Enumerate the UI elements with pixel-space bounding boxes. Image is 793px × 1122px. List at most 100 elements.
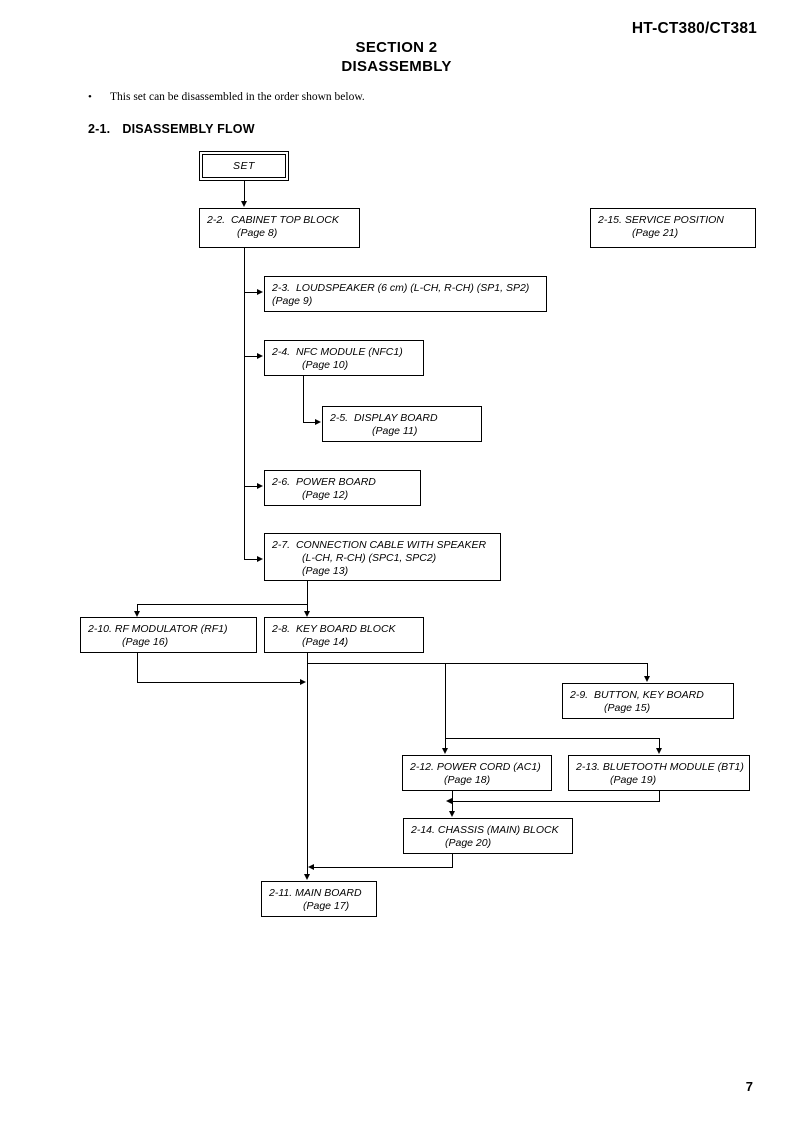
flow-node-power-board[interactable]: 2-6. POWER BOARD (Page 12) (264, 470, 421, 506)
flow-node-chassis-main-block-title: 2-14. CHASSIS (MAIN) BLOCK (411, 824, 559, 836)
connector-cabinet-trunk (244, 248, 245, 559)
flow-node-display-board[interactable]: 2-5. DISPLAY BOARD (Page 11) (322, 406, 482, 442)
arrowhead-chassis-main-block (449, 811, 455, 817)
arrowhead-rf-modulator (134, 611, 140, 617)
flow-node-power-cord-title: 2-12. POWER CORD (AC1) (410, 761, 541, 773)
bullet-glyph: • (88, 91, 92, 103)
flow-node-service-position-number: 2-15. (598, 214, 622, 226)
connector-rf-modulator-down (137, 653, 138, 682)
flow-node-rf-modulator-page: (Page 16) (122, 636, 169, 648)
flow-node-key-board-block[interactable]: 2-8. KEY BOARD BLOCK (Page 14) (264, 617, 424, 653)
flow-node-main-board[interactable]: 2-11. MAIN BOARD (Page 17) (261, 881, 377, 917)
flow-node-connection-cable-number: 2-7. (272, 539, 291, 551)
page-number: 7 (745, 1079, 753, 1094)
flow-node-cabinet-top-block-page: (Page 8) (237, 227, 278, 239)
arrowhead-nfc (257, 352, 263, 359)
subsection-title: DISASSEMBLY FLOW (122, 122, 255, 136)
flow-node-power-board-title: 2-6. POWER BOARD (272, 476, 376, 488)
arrowhead-connection-cable (257, 555, 263, 562)
connector-power-cord-down (452, 791, 453, 811)
connector-trunk-to-power-board (244, 486, 258, 487)
flow-node-power-board-page: (Page 12) (302, 489, 349, 501)
connector-trunk-to-loudspeaker (244, 292, 258, 293)
arrowhead-bluetooth-module (656, 748, 662, 754)
page-title: SECTION 2 DISASSEMBLY (0, 38, 793, 76)
flow-node-main-board-number: 2-11. (269, 887, 293, 899)
connector-bluetooth-down (659, 791, 660, 801)
arrowhead-power-board (257, 482, 263, 489)
connector-trunk-to-nfc (244, 356, 258, 357)
flow-node-button-key-board[interactable]: 2-9. BUTTON, KEY BOARD (Page 15) (562, 683, 734, 719)
intro-text: This set can be disassembled in the orde… (110, 91, 365, 103)
arrowhead-button-key-board (644, 676, 650, 682)
flow-node-connection-cable-page: (Page 13) (302, 565, 349, 577)
flow-node-button-key-board-page: (Page 15) (604, 702, 651, 714)
connector-key-board-bus (307, 663, 648, 664)
connector-split-bus-top (137, 604, 308, 605)
flow-node-key-board-block-page: (Page 14) (302, 636, 349, 648)
flow-node-button-key-board-number: 2-9. (570, 689, 589, 701)
flow-node-cabinet-top-block[interactable]: 2-2. CABINET TOP BLOCK (Page 8) (199, 208, 360, 248)
flow-node-display-board-page: (Page 11) (372, 425, 418, 437)
arrowhead-bluetooth-merge (446, 797, 452, 804)
flow-node-display-board-number: 2-5. (330, 412, 349, 424)
model-number: HT-CT380/CT381 (631, 20, 757, 37)
section-number-line: SECTION 2 (355, 39, 438, 56)
flow-node-cabinet-top-block-title: 2-2. CABINET TOP BLOCK (207, 214, 339, 226)
flow-node-loudspeaker[interactable]: 2-3. LOUDSPEAKER (6 cm) (L-CH, R-CH) (SP… (264, 276, 547, 312)
flow-node-chassis-main-block[interactable]: 2-14. CHASSIS (MAIN) BLOCK (Page 20) (403, 818, 573, 854)
arrowhead-loudspeaker (257, 288, 263, 295)
flow-node-bluetooth-module-page: (Page 19) (610, 774, 657, 786)
section-name-line: DISASSEMBLY (341, 58, 452, 75)
flow-node-key-board-block-title: 2-8. KEY BOARD BLOCK (272, 623, 396, 635)
flow-node-connection-cable-detail: (L-CH, R-CH) (SPC1, SPC2) (302, 552, 437, 564)
flow-node-main-board-title: 2-11. MAIN BOARD (269, 887, 362, 899)
flow-node-bluetooth-module-number: 2-13. (576, 761, 600, 773)
connector-lower-bus (445, 738, 660, 739)
flow-node-rf-modulator-number: 2-10. (88, 623, 112, 635)
connector-chassis-down (452, 854, 453, 867)
flow-node-power-cord-page: (Page 18) (444, 774, 491, 786)
connector-bus-to-power-cord (445, 738, 446, 748)
connector-nfc-down (303, 376, 304, 422)
flow-node-service-position-page: (Page 21) (632, 227, 679, 239)
connector-key-board-trunk (307, 653, 308, 875)
arrowhead-cabinet-top (241, 201, 247, 207)
flow-node-rf-modulator[interactable]: 2-10. RF MODULATOR (RF1) (Page 16) (80, 617, 257, 653)
flow-node-loudspeaker-number: 2-3. (272, 282, 291, 294)
arrowhead-key-board-block (304, 611, 310, 617)
flow-node-service-position[interactable]: 2-15. SERVICE POSITION (Page 21) (590, 208, 756, 248)
flow-node-loudspeaker-title: 2-3. LOUDSPEAKER (6 cm) (L-CH, R-CH) (SP… (272, 282, 530, 294)
flow-node-button-key-board-title: 2-9. BUTTON, KEY BOARD (570, 689, 704, 701)
flow-node-connection-cable[interactable]: 2-7. CONNECTION CABLE WITH SPEAKER (L-CH… (264, 533, 501, 581)
flow-node-nfc-module-page: (Page 10) (302, 359, 349, 371)
connector-to-key-board-block (307, 604, 308, 612)
connector-connection-cable-down (307, 581, 308, 605)
arrowhead-rf-to-trunk (300, 678, 306, 685)
flow-node-rf-modulator-title: 2-10. RF MODULATOR (RF1) (88, 623, 228, 635)
flow-node-key-board-block-number: 2-8. (272, 623, 291, 635)
flow-node-set[interactable]: SET (199, 151, 289, 181)
flow-node-nfc-module-number: 2-4. (272, 346, 291, 358)
connector-bus-branch-down (445, 663, 446, 738)
arrowhead-display-board (315, 418, 321, 425)
flow-node-power-cord[interactable]: 2-12. POWER CORD (AC1) (Page 18) (402, 755, 552, 791)
flow-node-nfc-module-title: 2-4. NFC MODULE (NFC1) (272, 346, 403, 358)
flow-node-service-position-title: 2-15. SERVICE POSITION (598, 214, 724, 226)
subsection-heading: 2-1.DISASSEMBLY FLOW (88, 122, 255, 136)
connector-nfc-to-display (303, 422, 316, 423)
flow-node-bluetooth-module-title: 2-13. BLUETOOTH MODULE (BT1) (576, 761, 744, 773)
flow-node-power-board-number: 2-6. (272, 476, 291, 488)
flow-node-nfc-module[interactable]: 2-4. NFC MODULE (NFC1) (Page 10) (264, 340, 424, 376)
connector-bluetooth-to-merge (452, 801, 660, 802)
flow-node-main-board-page: (Page 17) (303, 900, 350, 912)
flow-node-bluetooth-module[interactable]: 2-13. BLUETOOTH MODULE (BT1) (Page 19) (568, 755, 750, 791)
flow-node-chassis-main-block-number: 2-14. (411, 824, 435, 836)
flow-node-connection-cable-title: 2-7. CONNECTION CABLE WITH SPEAKER (272, 539, 487, 551)
arrowhead-chassis-merge (308, 863, 314, 870)
arrowhead-main-board (304, 874, 310, 880)
connector-bus-to-bluetooth (659, 738, 660, 748)
flow-node-display-board-title: 2-5. DISPLAY BOARD (330, 412, 438, 424)
